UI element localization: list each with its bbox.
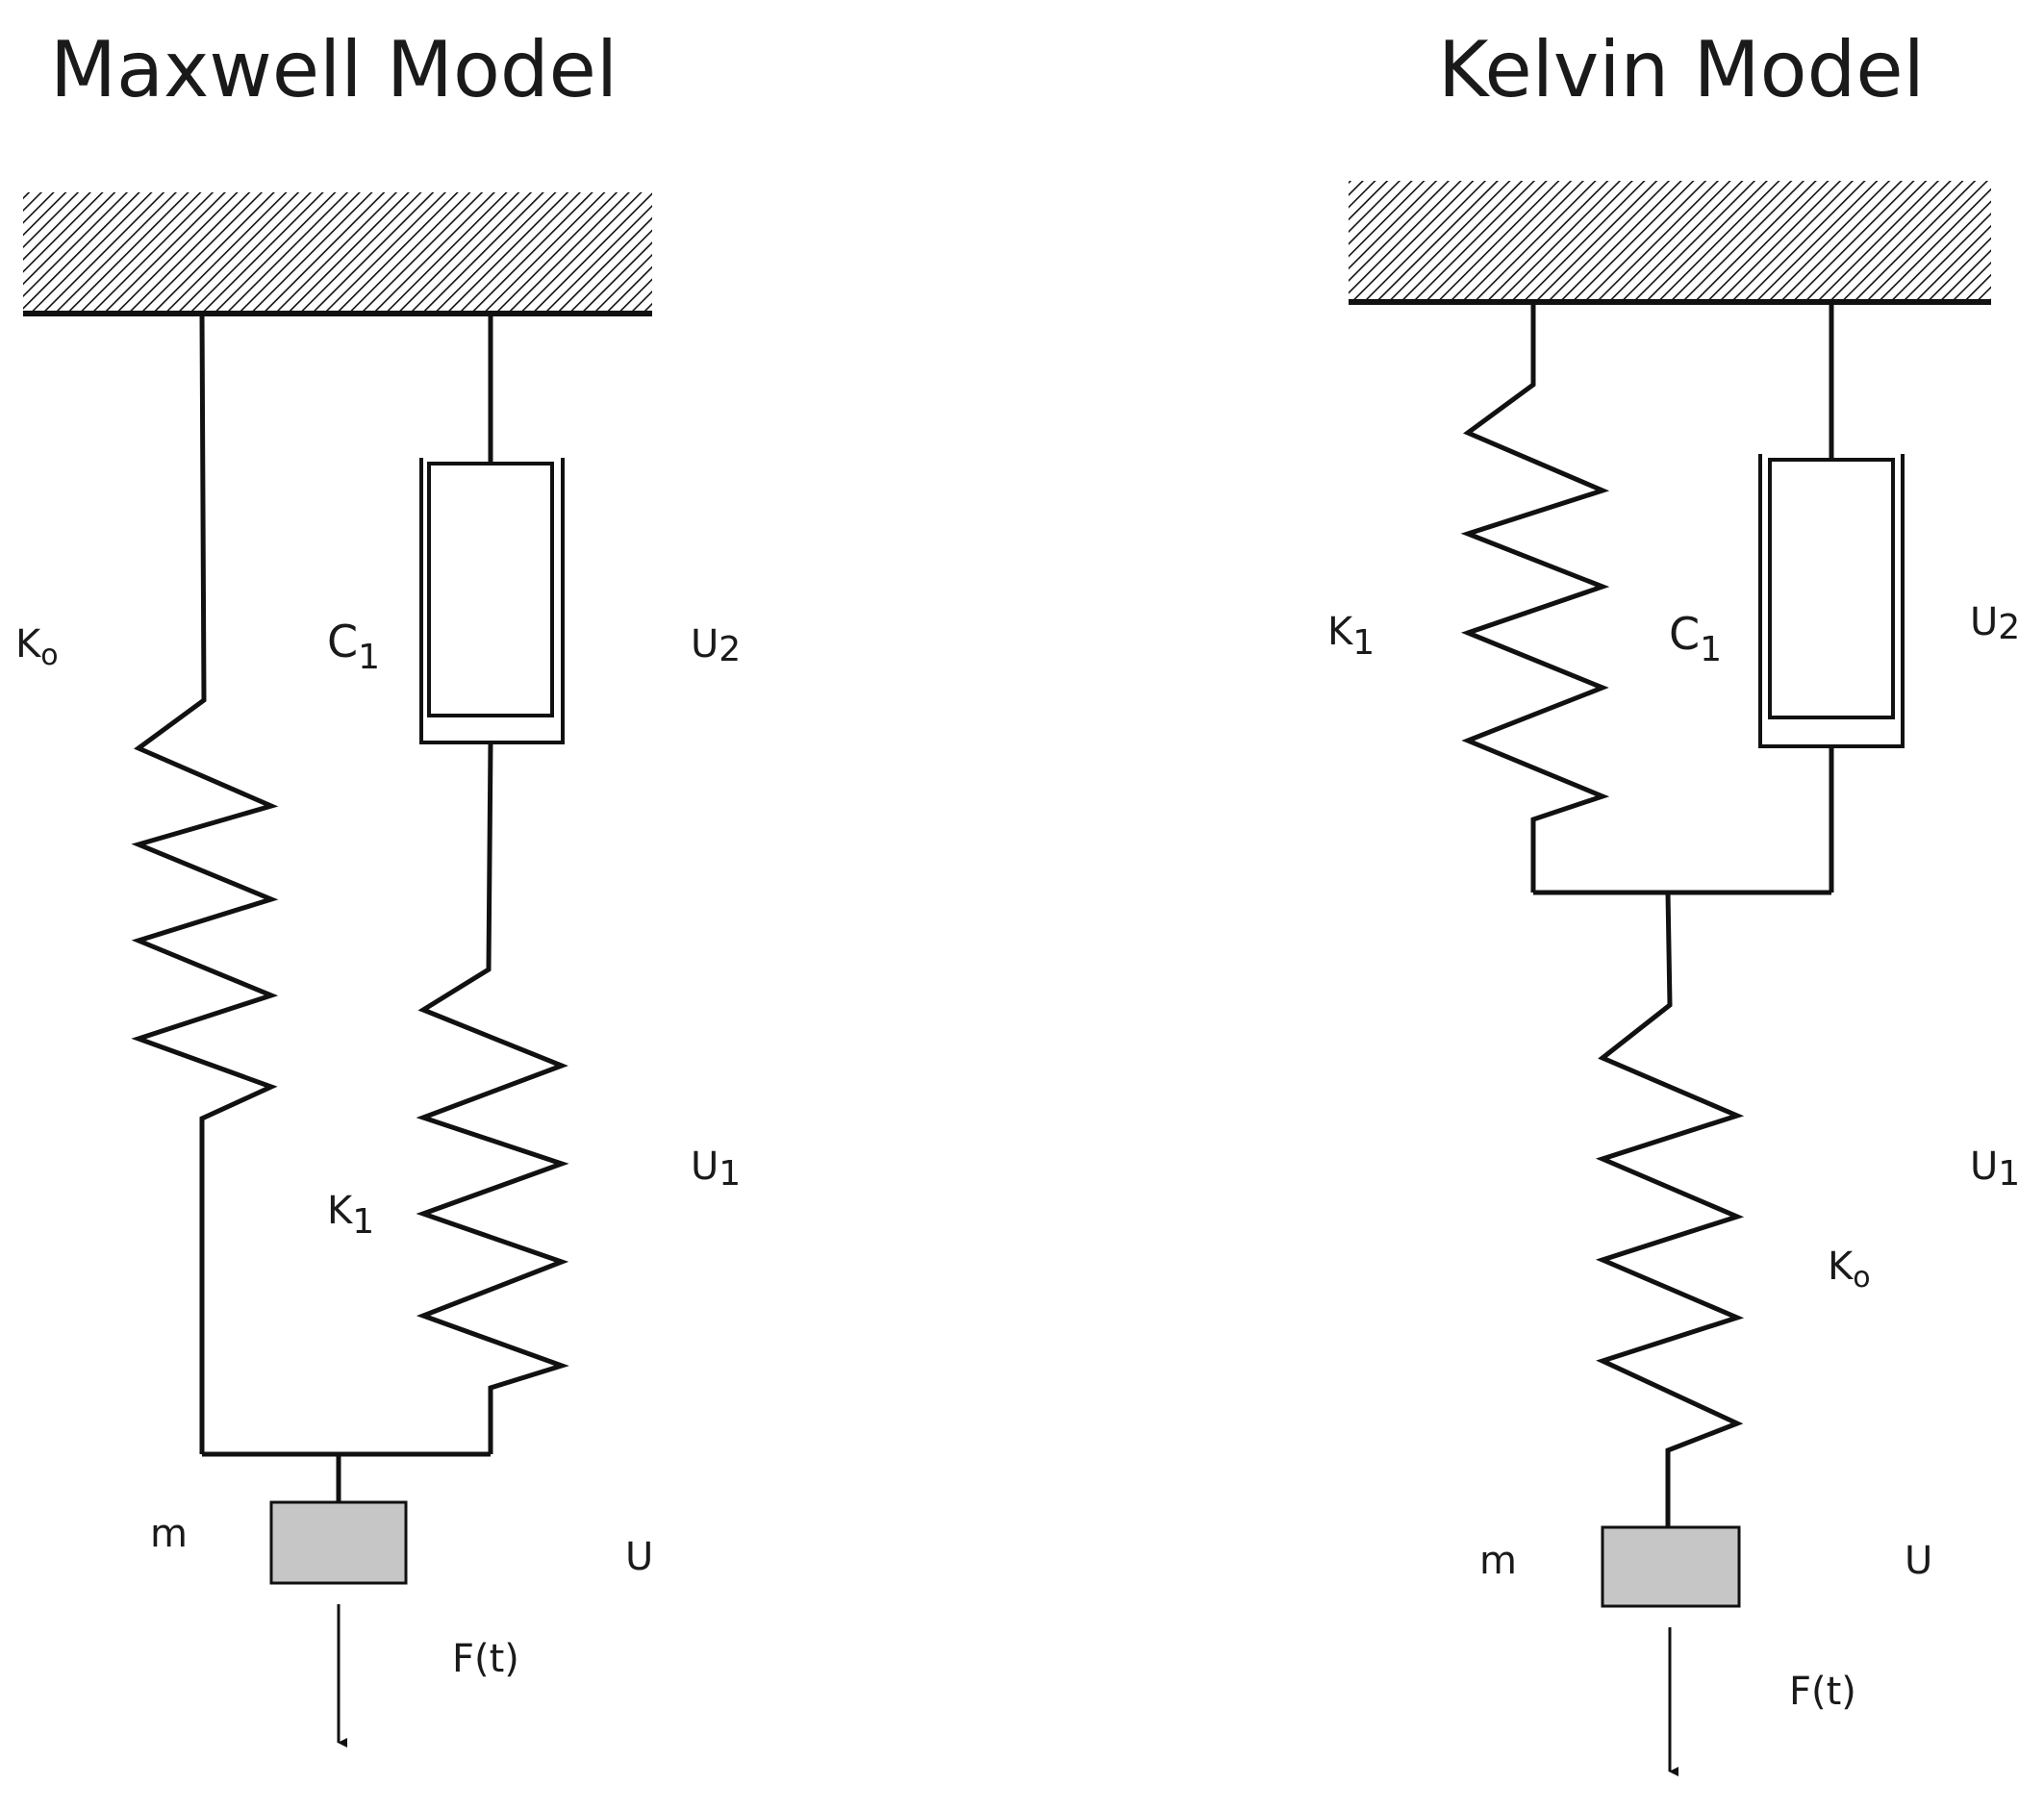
kelvin-label-k0: Ko [1828,1245,1871,1295]
kelvin-fixed-support [1349,181,1991,302]
maxwell-label-u: U [625,1535,653,1579]
maxwell-dashpot-c1 [419,458,565,744]
maxwell-label-m: m [150,1512,188,1556]
maxwell-label-k0: Ko [15,622,59,672]
kelvin-label-u: U [1905,1539,1932,1583]
kelvin-label-force: F(t) [1789,1670,1856,1714]
maxwell-mass [269,1500,408,1585]
kelvin-spring-k0 [1595,892,1745,1527]
kelvin-title: Kelvin Model [1438,25,1925,114]
maxwell-label-k1: K1 [327,1189,374,1242]
kelvin-label-u1: U1 [1970,1144,2020,1194]
kelvin-spring-k1 [1460,302,1610,893]
maxwell-label-c1: C1 [327,616,380,677]
maxwell-spring-k0 [131,313,279,1454]
kelvin-model: Kelvin Model K1 C1 U2 U1 Ko m U F(t) [1327,25,2020,1776]
kelvin-label-c1: C1 [1669,608,1722,669]
maxwell-label-force: F(t) [452,1637,519,1681]
maxwell-label-u2: U2 [691,622,741,669]
kelvin-mass [1601,1525,1741,1608]
maxwell-spring-k1 [416,742,569,1454]
kelvin-label-u2: U2 [1970,600,2020,647]
kelvin-dashpot-c1 [1758,454,1905,748]
maxwell-label-u1: U1 [691,1144,741,1194]
kelvin-label-m: m [1479,1539,1517,1583]
maxwell-fixed-support [23,192,652,314]
maxwell-model: Maxwell Model Ko C1 U2 U1 K1 m U F(t) [15,25,741,1748]
maxwell-title: Maxwell Model [50,25,618,114]
kelvin-label-k1: K1 [1327,610,1375,663]
